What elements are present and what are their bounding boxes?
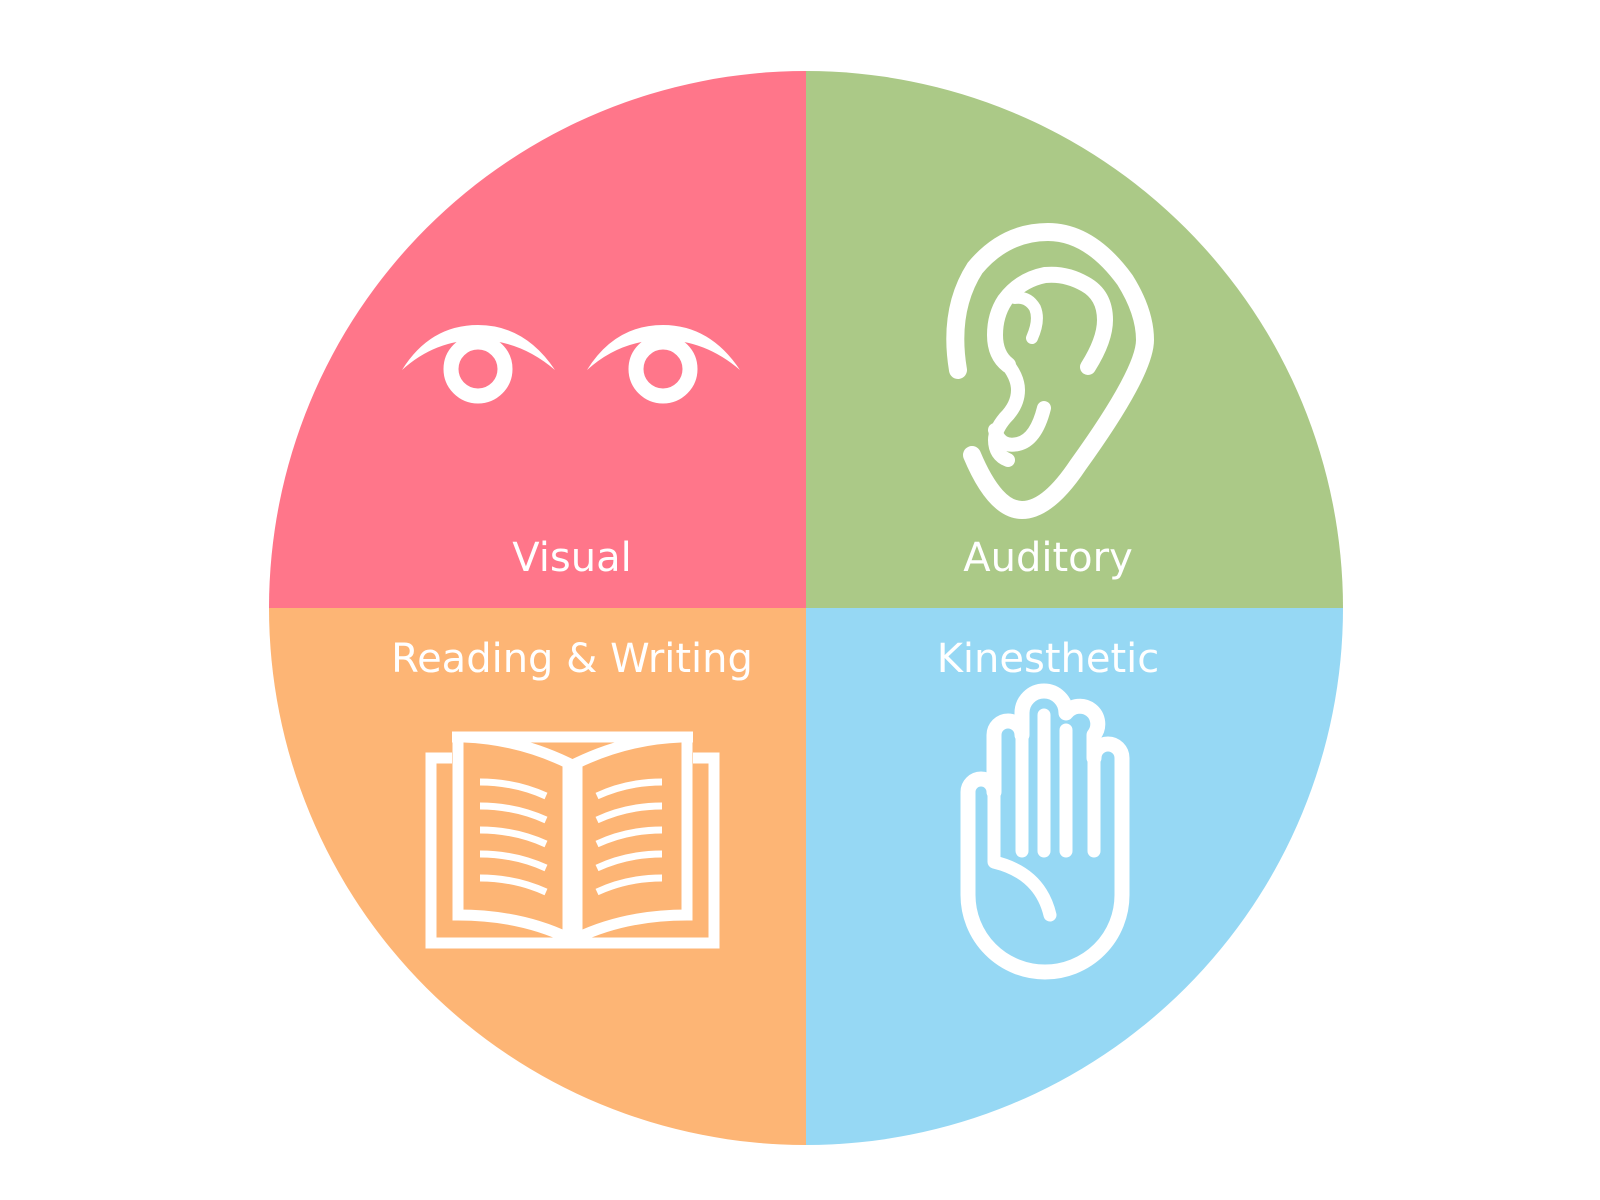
label-visual: Visual bbox=[512, 535, 631, 581]
circle-quadrants bbox=[269, 71, 1343, 1145]
label-reading-writing: Reading & Writing bbox=[391, 636, 753, 682]
quadrant-kinesthetic bbox=[806, 608, 1343, 1145]
label-kinesthetic: Kinesthetic bbox=[937, 636, 1160, 682]
ear-icon bbox=[946, 223, 1154, 519]
label-auditory: Auditory bbox=[963, 535, 1133, 581]
right-eye-icon bbox=[587, 325, 740, 404]
quadrant-auditory bbox=[806, 71, 1343, 608]
quadrant-visual bbox=[269, 71, 806, 608]
eyes-icon bbox=[402, 325, 740, 404]
hand-icon bbox=[960, 683, 1130, 980]
quadrant-reading-writing bbox=[269, 608, 806, 1145]
book-text-lines bbox=[479, 778, 663, 896]
left-eye-icon bbox=[402, 325, 555, 404]
open-book-icon bbox=[425, 731, 720, 949]
